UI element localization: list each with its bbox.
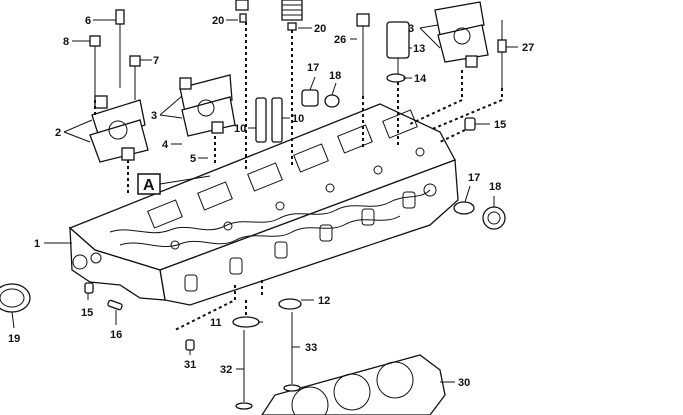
- callout-32: 32: [220, 364, 232, 376]
- callout-30: 30: [458, 377, 470, 389]
- plug-18-right: [482, 206, 506, 230]
- sleeve-10-right: [271, 97, 283, 143]
- callout-17-top: 17: [307, 62, 319, 74]
- o-ring-17-right: [453, 201, 475, 215]
- bolt-7: [129, 55, 141, 100]
- callout-8: 8: [63, 36, 69, 48]
- callout-13: 13: [413, 43, 425, 55]
- assembly-dashed-lines: [94, 22, 503, 331]
- bearing-caps-right: [434, 1, 489, 68]
- callout-19: 19: [8, 333, 20, 345]
- bearing-caps-left: [89, 95, 149, 163]
- seal-ring-14: [386, 73, 406, 83]
- callout-31: 31: [184, 359, 196, 371]
- callout-27: 27: [522, 42, 534, 54]
- bolt-26: [356, 13, 370, 96]
- callout-labels: A 1 2 3 3 4 5 6 7 8 10 10 11 12 13 14 15…: [8, 15, 534, 389]
- callout-11: 11: [210, 317, 222, 329]
- plug-15-left: [84, 282, 94, 294]
- callout-16: 16: [110, 329, 122, 341]
- o-ring-18-top: [324, 94, 340, 108]
- bolt-8: [89, 35, 101, 100]
- callout-3-middle: 3: [151, 110, 157, 122]
- o-ring-19: [0, 283, 31, 313]
- callout-18-right: 18: [489, 181, 501, 193]
- pin-16: [107, 299, 123, 311]
- valve-spring-right: [281, 0, 303, 31]
- callout-15-right: 15: [494, 119, 506, 131]
- stud-6: [115, 9, 125, 88]
- callout-5: 5: [190, 153, 196, 165]
- plug-31: [185, 339, 195, 351]
- injector-13: [386, 21, 410, 80]
- cylinder-head: [68, 103, 459, 306]
- callout-10-left: 10: [234, 123, 246, 135]
- intake-valve: [235, 330, 253, 410]
- callout-1: 1: [34, 238, 40, 250]
- callout-10-right: 10: [292, 113, 304, 125]
- callout-6: 6: [85, 15, 91, 27]
- plug-17-top: [301, 89, 319, 107]
- sensor-27: [497, 20, 507, 88]
- valve-seal-12: [278, 298, 302, 310]
- callout-7: 7: [153, 55, 159, 67]
- callout-17-right: 17: [468, 172, 480, 184]
- callout-33: 33: [305, 342, 317, 354]
- callout-26: 26: [334, 34, 346, 46]
- exhaust-valve: [283, 312, 301, 392]
- valve-seal-11: [232, 316, 260, 328]
- leader-lines: [11, 19, 518, 383]
- callout-20-right: 20: [314, 23, 326, 35]
- valve-spring-left: [235, 0, 249, 23]
- callout-3-right: 3: [408, 23, 414, 35]
- callout-4: 4: [162, 139, 169, 151]
- callout-20-left: 20: [212, 15, 224, 27]
- head-gasket: [261, 354, 446, 415]
- callout-15-left: 15: [81, 307, 93, 319]
- callout-14: 14: [414, 73, 427, 85]
- section-marker-box: [137, 173, 161, 195]
- callout-18-top: 18: [329, 70, 341, 82]
- callout-12: 12: [318, 295, 330, 307]
- section-marker-a: A: [143, 177, 155, 194]
- sleeve-10-left: [255, 97, 267, 143]
- callout-2: 2: [55, 127, 61, 139]
- plug-15-right: [464, 117, 476, 131]
- bearing-caps-middle: [179, 74, 236, 137]
